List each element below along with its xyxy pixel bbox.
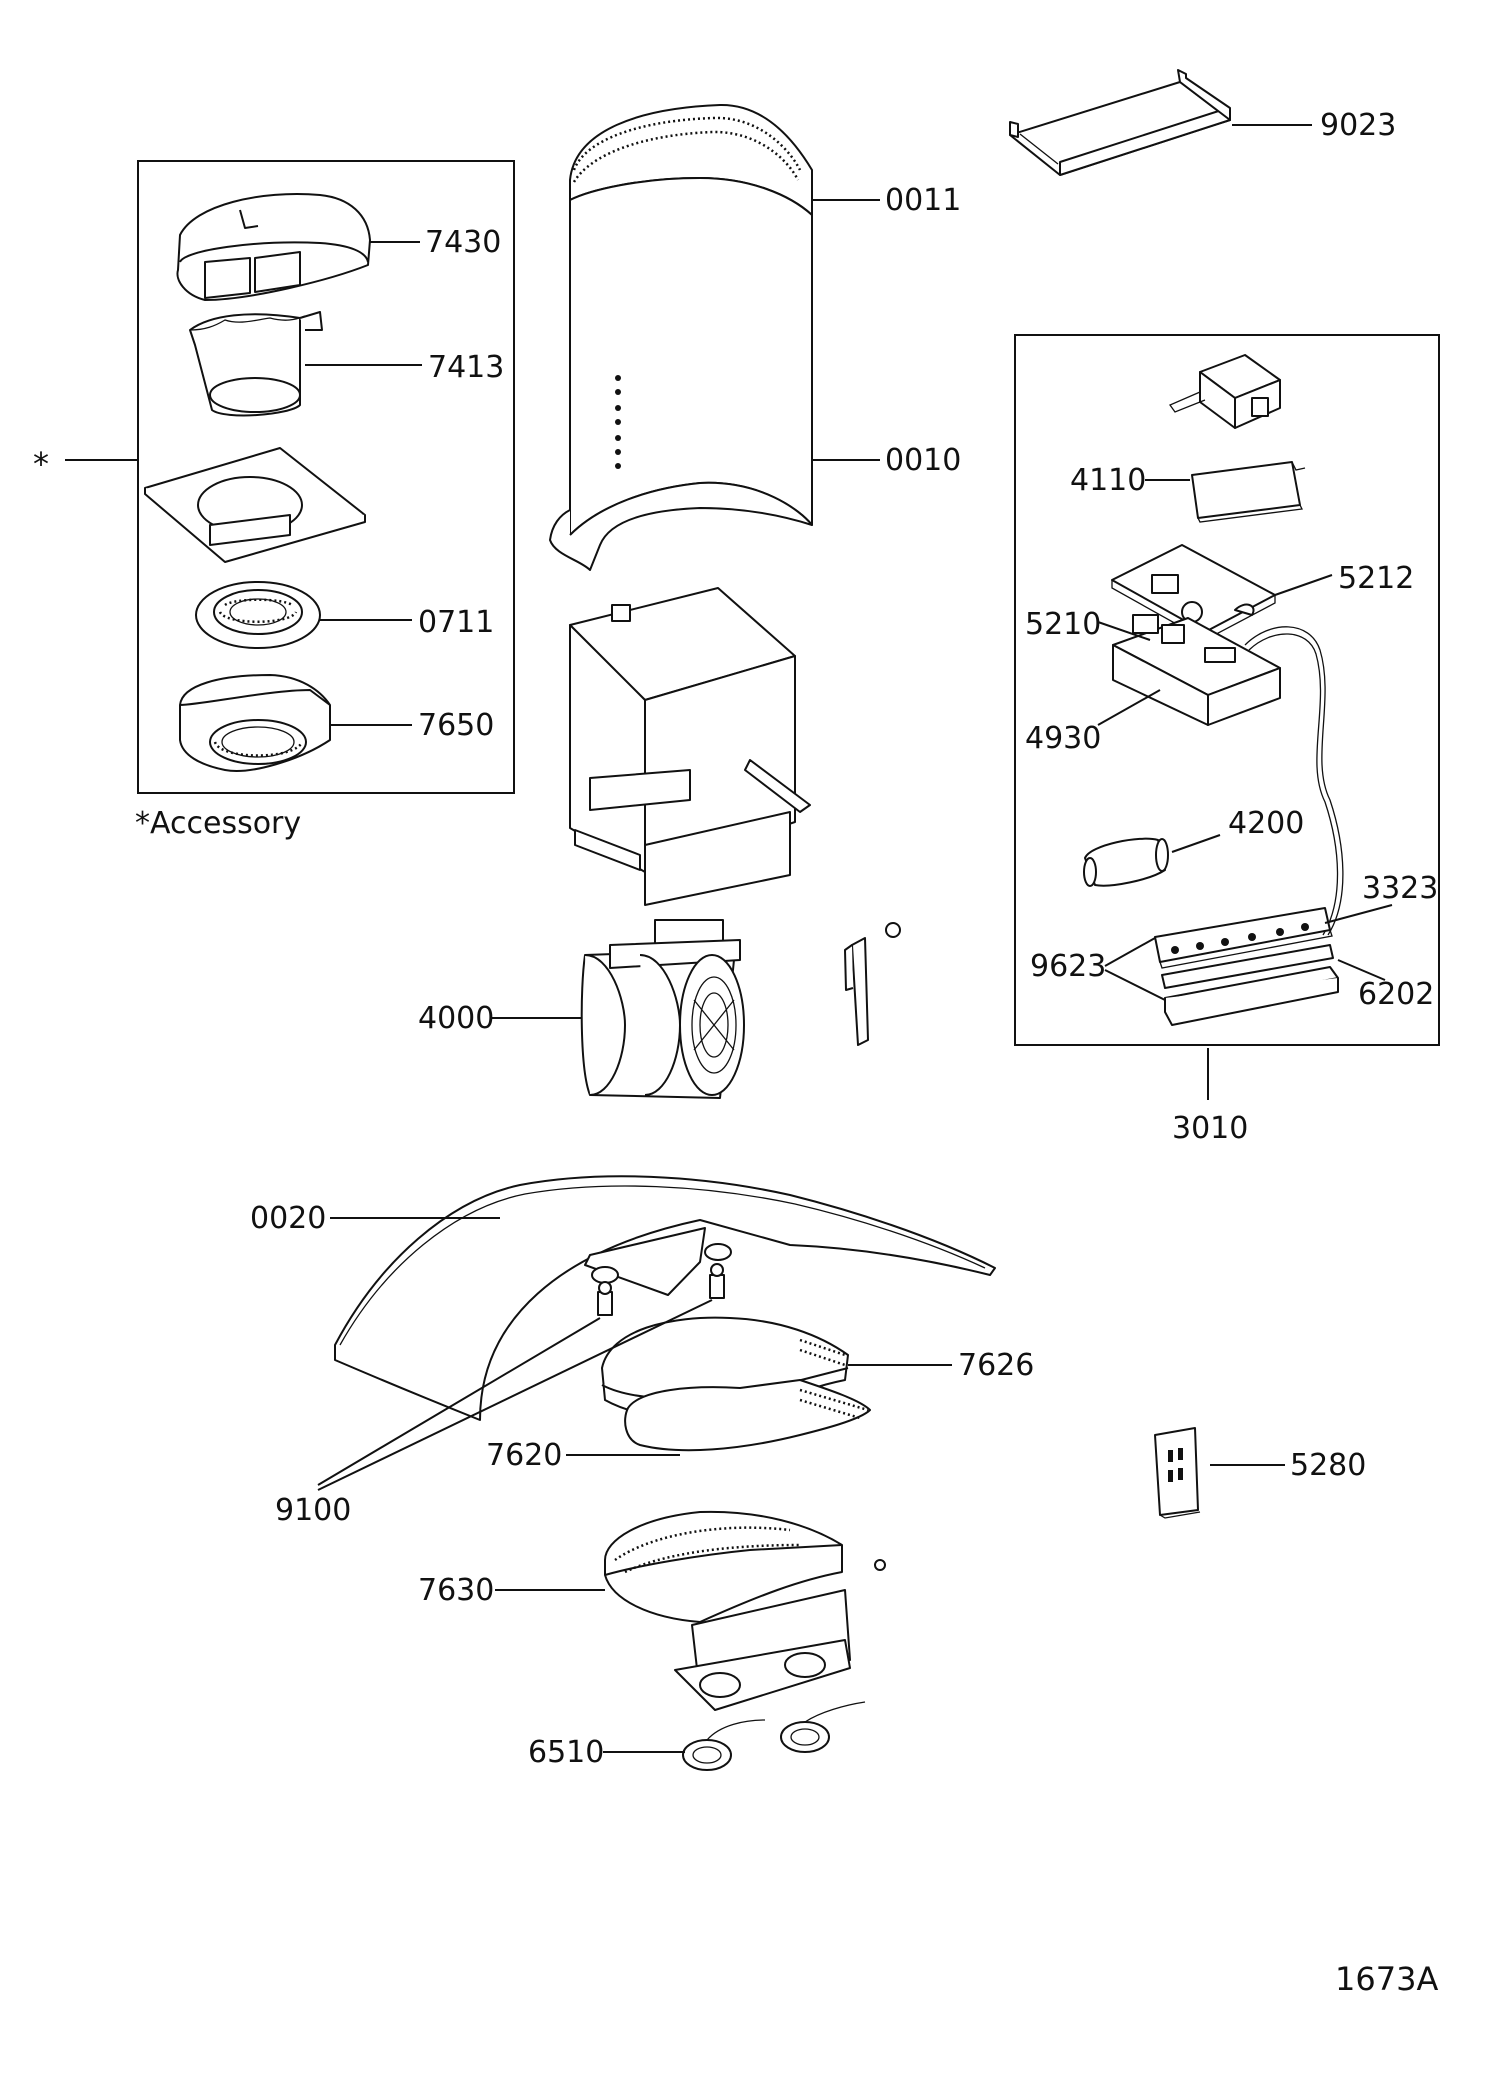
label-4200: 4200 — [1228, 806, 1304, 841]
part-4110-ballast — [1191, 461, 1306, 523]
label-9100: 9100 — [275, 1493, 351, 1528]
part-4000-blower-motor — [580, 919, 745, 1099]
part-7620-grease-filter — [624, 1379, 871, 1452]
part-0020-glass-canopy — [334, 1175, 996, 1421]
part-clip — [844, 922, 901, 1046]
leader-3323 — [1324, 904, 1393, 924]
label-6202: 6202 — [1358, 977, 1434, 1012]
label-5280: 5280 — [1290, 1448, 1366, 1483]
leader-4200 — [1171, 834, 1221, 853]
part-number-labels: 9023 0011 0010 7430 7413 * 0711 7650 *Ac… — [33, 108, 1438, 1998]
label-0010: 0010 — [885, 443, 961, 478]
part-transformer — [1169, 354, 1281, 429]
leader-9100b — [317, 1299, 713, 1491]
part-6510-halogen-lamps — [682, 1701, 866, 1771]
part-9623-switch-panel — [1154, 907, 1334, 989]
drawing-number: 1673A — [1335, 1960, 1438, 1998]
label-7430: 7430 — [425, 225, 501, 260]
part-mounting-plate — [584, 1227, 706, 1296]
label-7626: 7626 — [958, 1348, 1034, 1383]
label-7620: 7620 — [486, 1438, 562, 1473]
leader-5210 — [1097, 621, 1151, 641]
leader-lines — [65, 124, 1393, 1753]
part-5280-switch-plate — [1154, 1427, 1201, 1519]
label-7630: 7630 — [418, 1573, 494, 1608]
label-4930: 4930 — [1025, 721, 1101, 756]
part-lamp-bracket — [674, 1589, 851, 1711]
label-0711: 0711 — [418, 605, 494, 640]
part-6202-switch-cover — [1164, 966, 1339, 1026]
part-7413-duct — [189, 311, 323, 417]
leader-6202 — [1337, 959, 1386, 981]
part-7430-adapter — [176, 193, 371, 301]
label-5210: 5210 — [1025, 607, 1101, 642]
part-0010-chimney-body — [549, 177, 813, 571]
leader-4930 — [1097, 689, 1161, 726]
label-6510: 6510 — [528, 1735, 604, 1770]
part-0711-grille — [195, 581, 321, 649]
part-4200-capacitor — [1083, 837, 1169, 887]
label-4000: 4000 — [418, 1001, 494, 1036]
label-9623: 9623 — [1030, 949, 1106, 984]
accessory-box — [137, 160, 515, 794]
label-3323: 3323 — [1362, 871, 1438, 906]
accessory-caption: *Accessory — [135, 806, 301, 841]
part-7630-lamp-housing — [604, 1510, 886, 1623]
electronics-kit-box — [1014, 334, 1440, 1046]
part-9100-screws — [591, 1243, 732, 1316]
leader-9100a — [317, 1317, 601, 1486]
label-0011: 0011 — [885, 183, 961, 218]
leader-5212 — [1274, 574, 1333, 596]
label-7413: 7413 — [428, 350, 504, 385]
part-9023-bracket — [1009, 69, 1231, 176]
leader-9623b — [1104, 969, 1166, 1001]
leader-9623a — [1104, 937, 1156, 967]
label-5212: 5212 — [1338, 561, 1414, 596]
accessory-asterisk: * — [33, 445, 49, 483]
part-3323-wiring — [1244, 626, 1344, 936]
label-4110: 4110 — [1070, 463, 1146, 498]
part-motor-housing — [569, 587, 811, 906]
label-3010: 3010 — [1172, 1111, 1248, 1146]
label-9023: 9023 — [1320, 108, 1396, 143]
part-7650-charcoal-filter — [179, 674, 331, 772]
part-filter-plate — [144, 447, 366, 563]
part-4930-electronics-box — [1112, 614, 1281, 726]
label-7650: 7650 — [418, 708, 494, 743]
label-0020: 0020 — [250, 1201, 326, 1236]
